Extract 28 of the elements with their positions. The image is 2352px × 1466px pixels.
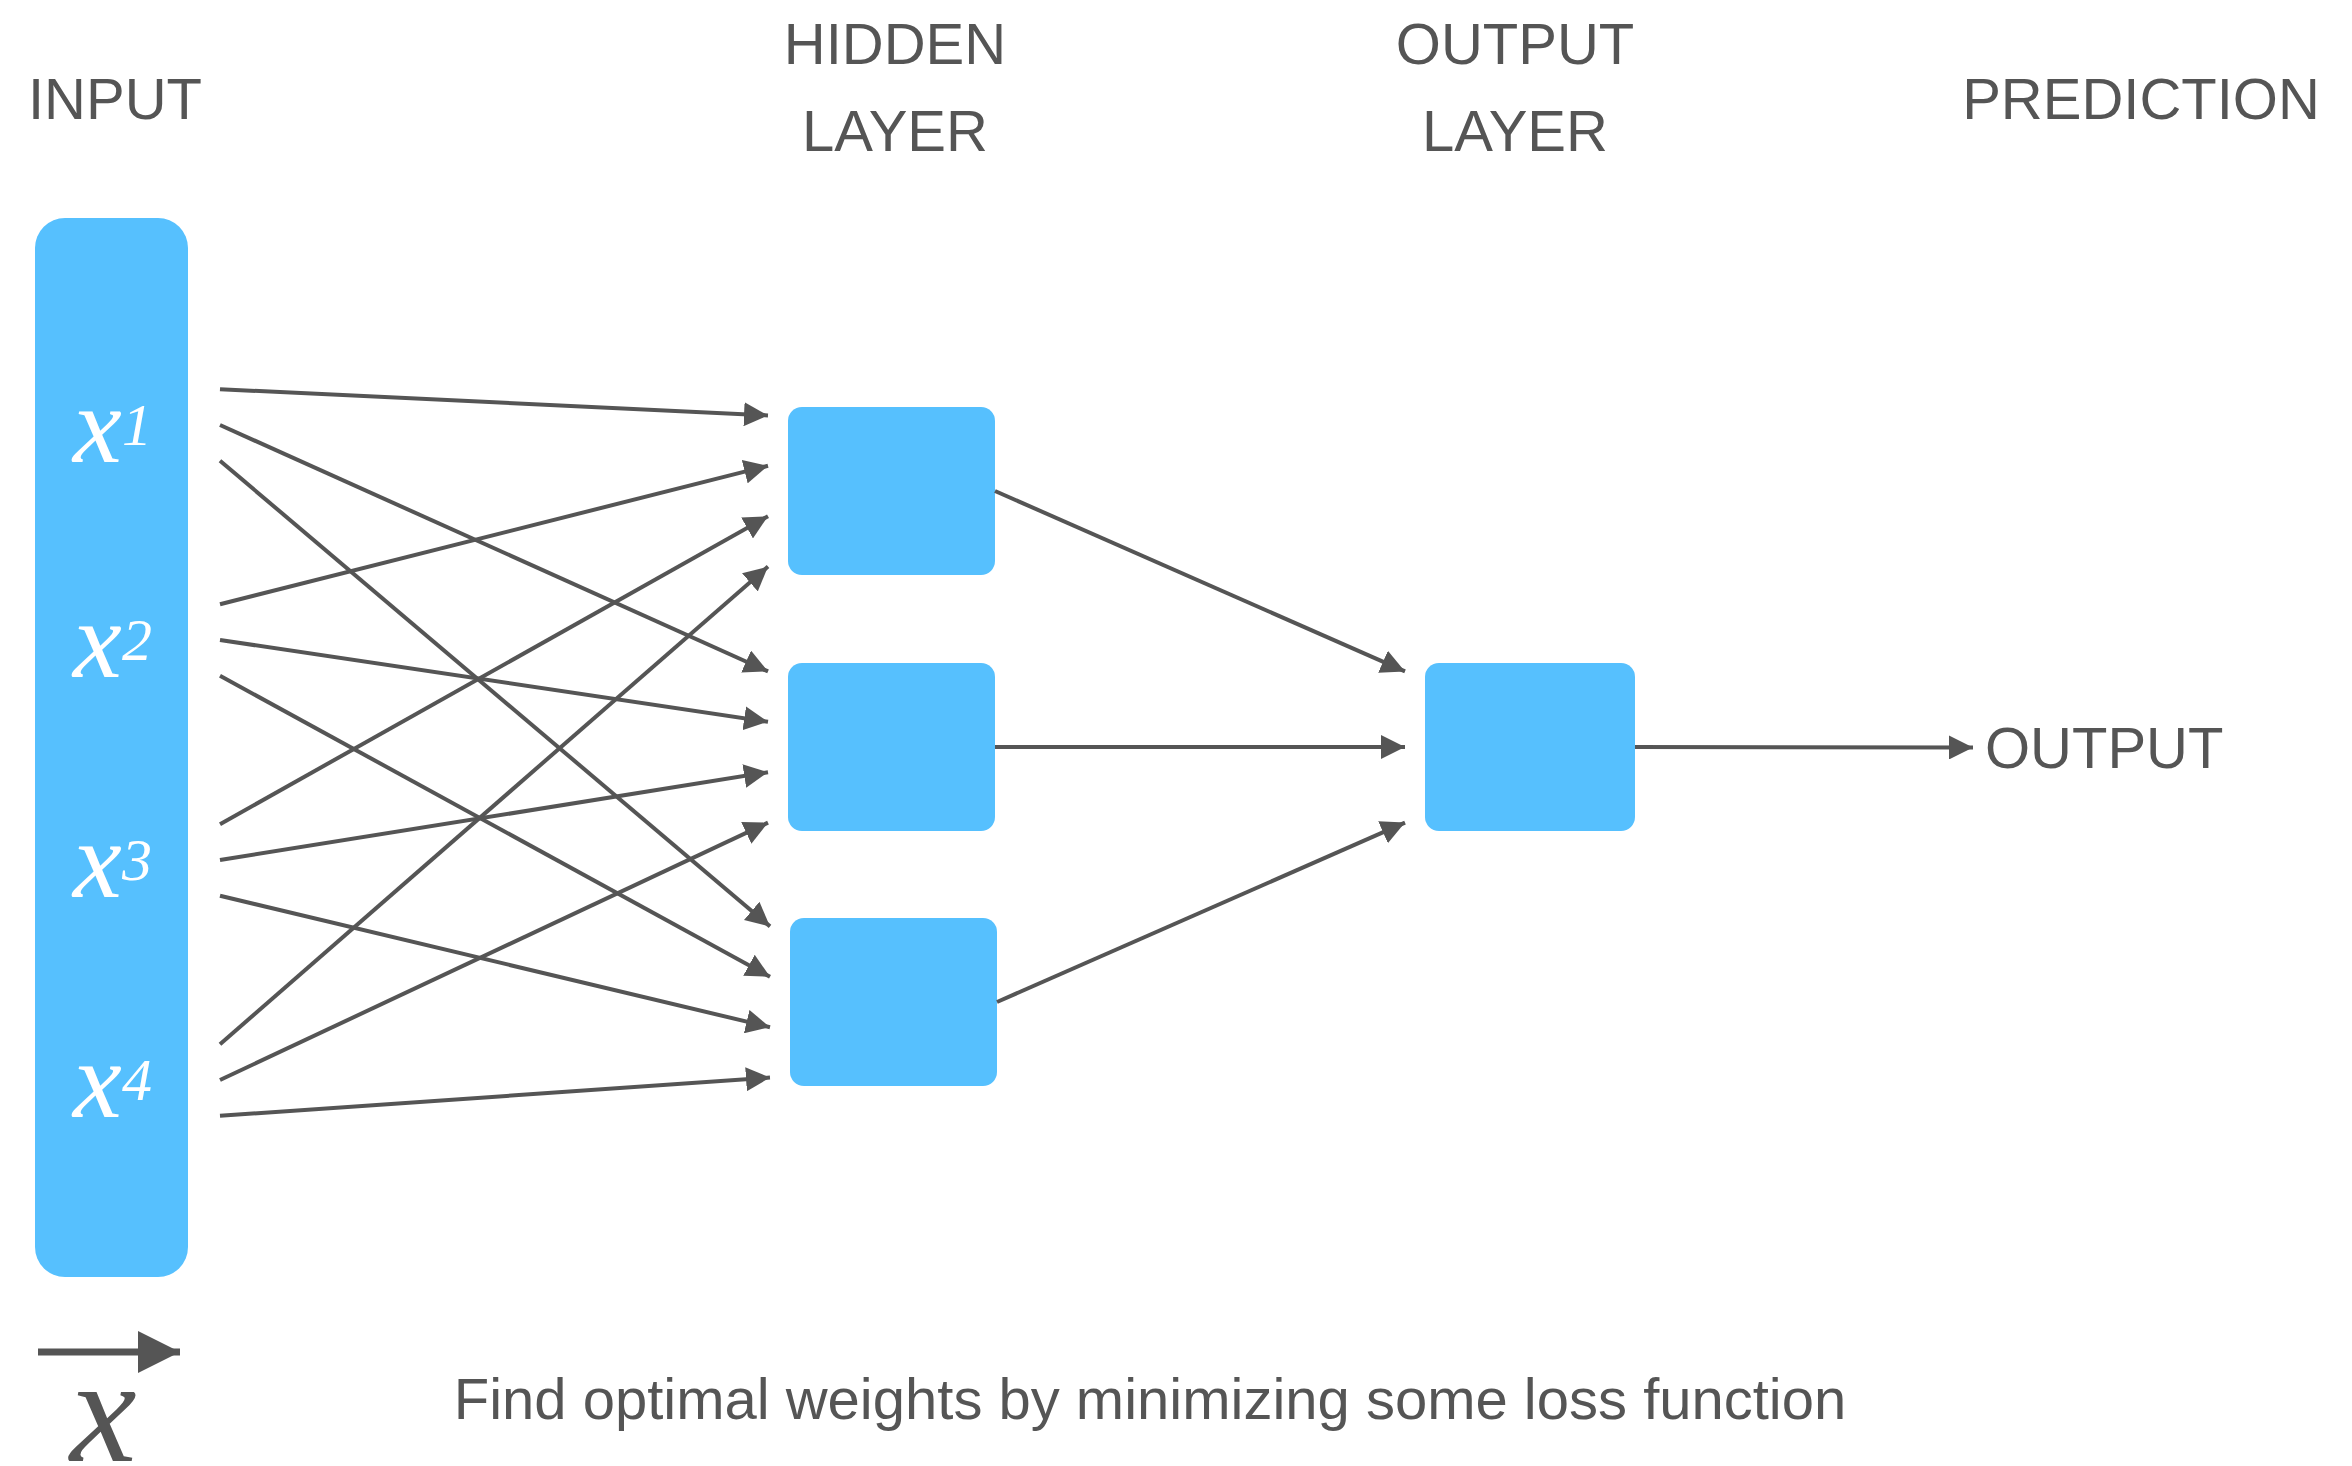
arrow <box>219 460 769 607</box>
arrow <box>219 423 769 674</box>
arrow <box>219 1067 771 1118</box>
column-heading: PREDICTION <box>1961 65 2321 133</box>
caption: Find optimal weights by minimizing some loss function <box>452 1365 1848 1432</box>
arrow <box>1635 735 1973 760</box>
hidden-neuron-box <box>788 663 995 831</box>
arrow <box>219 674 771 979</box>
output-label: OUTPUT <box>1985 710 2245 785</box>
output-neuron-box <box>1425 663 1635 831</box>
column-heading: HIDDEN LAYER <box>782 10 1008 165</box>
arrow <box>219 893 771 1034</box>
arrow <box>219 820 769 1082</box>
hidden-neuron-box <box>790 918 997 1086</box>
arrow <box>994 489 1406 674</box>
arrow <box>996 820 1406 1004</box>
hidden-neuron-box <box>788 407 995 575</box>
arrow <box>218 565 770 1046</box>
arrow <box>995 735 1405 759</box>
column-heading: INPUT <box>27 65 203 133</box>
input-bar <box>35 218 188 1277</box>
arrow <box>218 459 772 928</box>
column-heading: OUTPUT LAYER <box>1394 10 1636 165</box>
arrow <box>219 638 769 731</box>
arrow <box>219 387 769 427</box>
vector-symbol: x <box>70 1335 137 1466</box>
arrow <box>219 514 769 826</box>
arrow <box>219 764 769 862</box>
